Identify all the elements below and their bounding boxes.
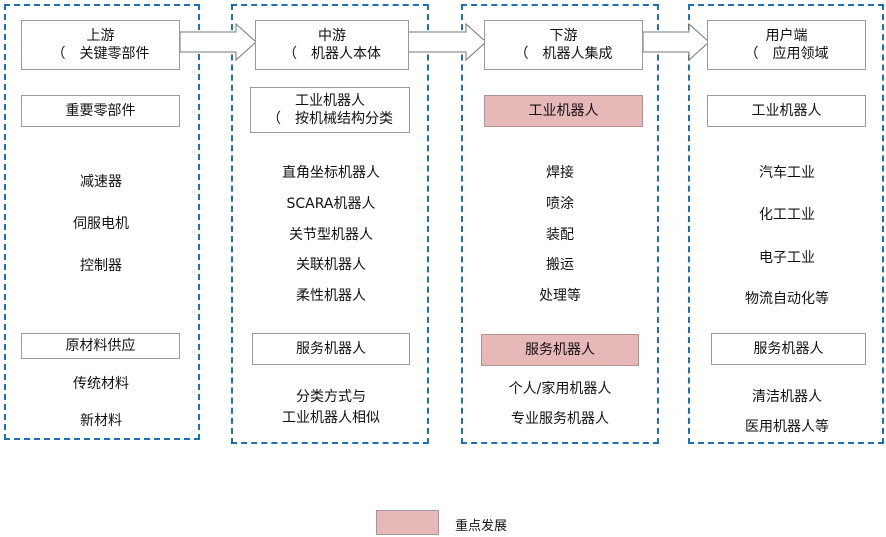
item-classification-note-1: 分类方式与 (296, 389, 366, 405)
item-new-materials: 新材料 (80, 413, 122, 429)
item-servo-motor: 伺服电机 (73, 216, 129, 232)
item-electronics-industry: 电子工业 (759, 250, 815, 266)
item-articulated-robot: 关节型机器人 (289, 227, 373, 243)
item-automotive-industry: 汽车工业 (759, 165, 815, 181)
item-flexible-robot: 柔性机器人 (296, 288, 366, 304)
label-service-robot-mid: 服务机器人 (252, 333, 410, 365)
header-downstream: 下游 （ 机器人集成 (484, 20, 643, 70)
item-parallel-robot: 关联机器人 (296, 257, 366, 273)
item-classification-note-2: 工业机器人相似 (282, 410, 380, 426)
item-welding: 焊接 (546, 165, 574, 181)
label-industrial-robot-mid: 工业机器人 （ 按机械结构分类 (250, 87, 410, 133)
label-industrial-robot-down: 工业机器人 (484, 95, 643, 127)
item-cleaning-robot: 清洁机器人 (752, 389, 822, 405)
header-title: 下游 (549, 28, 578, 44)
item-assembly: 装配 (546, 227, 574, 243)
header-subtitle: （ 应用领域 (744, 46, 829, 62)
arrow-upstream-to-midstream (179, 22, 257, 62)
item-personal-household-robot: 个人/家用机器人 (508, 381, 612, 397)
item-professional-service-robot: 专业服务机器人 (511, 411, 609, 427)
label-key-components: 重要零部件 (21, 95, 180, 127)
header-title: 上游 (86, 28, 115, 44)
item-chemical-industry: 化工工业 (759, 207, 815, 223)
item-reducer: 减速器 (80, 174, 122, 190)
label-service-robot-user: 服务机器人 (711, 333, 866, 365)
item-scara-robot: SCARA机器人 (286, 196, 376, 212)
header-subtitle: （ 机器人集成 (514, 46, 613, 62)
column-midstream (231, 4, 429, 444)
column-upstream (4, 4, 200, 440)
header-user-end: 用户端 （ 应用领域 (707, 20, 866, 70)
legend-swatch (376, 510, 439, 535)
header-subtitle: （ 机器人本体 (283, 46, 381, 62)
header-upstream: 上游 （ 关键零部件 (21, 20, 180, 70)
item-cartesian-robot: 直角坐标机器人 (282, 165, 380, 181)
item-handling: 搬运 (546, 257, 574, 273)
item-spraying: 喷涂 (546, 196, 574, 212)
item-logistics-automation: 物流自动化等 (745, 291, 829, 307)
arrow-midstream-to-downstream (407, 22, 487, 62)
legend-label: 重点发展 (455, 519, 508, 534)
column-user-end (688, 4, 884, 444)
arrow-downstream-to-user-end (642, 22, 710, 62)
item-controller: 控制器 (80, 258, 122, 274)
label-service-robot-down: 服务机器人 (481, 334, 639, 366)
item-traditional-materials: 传统材料 (73, 376, 129, 392)
header-title: 中游 (318, 28, 346, 44)
item-processing: 处理等 (539, 288, 581, 304)
item-medical-robot: 医用机器人等 (745, 419, 829, 435)
label-raw-materials: 原材料供应 (21, 333, 180, 359)
header-title: 用户端 (765, 28, 808, 44)
header-subtitle: （ 关键零部件 (51, 46, 150, 62)
label-industrial-robot-user: 工业机器人 (707, 95, 866, 127)
column-downstream (461, 4, 659, 444)
header-midstream: 中游 （ 机器人本体 (255, 20, 409, 70)
